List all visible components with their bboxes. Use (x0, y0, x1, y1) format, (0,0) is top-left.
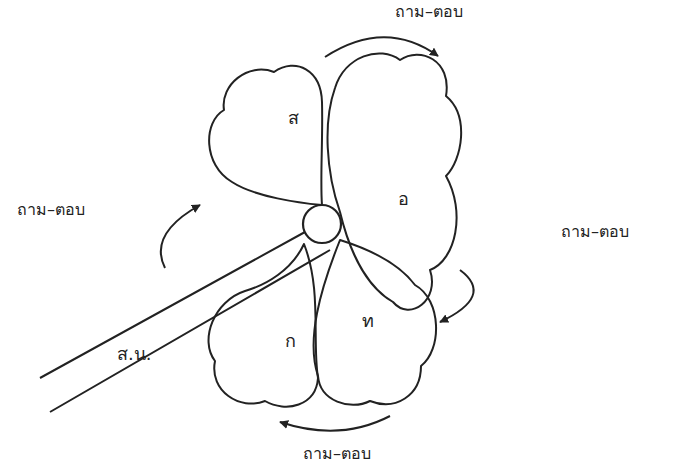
petal-letter: อ (398, 188, 409, 210)
petal-shape: ท (300, 232, 445, 412)
petal-shape: อ (320, 40, 465, 325)
curved-arrow (161, 205, 200, 268)
petal-letter: ก (285, 330, 296, 352)
center-circle (303, 205, 341, 243)
curved-arrow (280, 416, 390, 431)
stem-label: ส.น. (117, 343, 151, 365)
curved-arrow (440, 270, 474, 322)
edge-label: ถาม–ตอบ (392, 2, 466, 22)
edge-label: ถาม–ตอบ (14, 200, 88, 220)
outline-path (209, 244, 318, 407)
petal-letter: ส (288, 107, 299, 129)
outline-path (40, 232, 330, 412)
edge-label: ถาม–ตอบ (300, 444, 374, 464)
outline-path (328, 53, 462, 309)
outline (35, 225, 335, 420)
stem-band: ส.น. (35, 225, 335, 420)
outline (320, 40, 465, 325)
petal-shape: ส (200, 55, 325, 223)
outline (200, 55, 325, 223)
outline-path (209, 66, 322, 205)
edge-label: ถาม–ตอบ (558, 222, 632, 242)
outline-path (314, 240, 437, 405)
petal-letter: ท (362, 310, 374, 332)
